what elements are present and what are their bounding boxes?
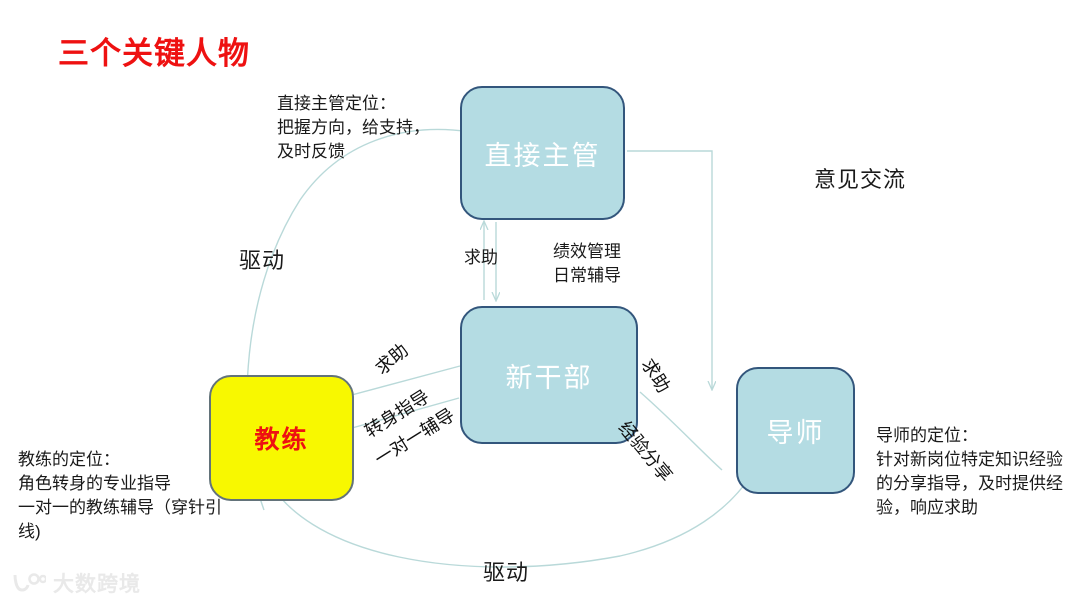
edge-label-help-middle: 求助 [464, 248, 498, 267]
edge-label-help-left: 求助 [371, 339, 413, 379]
edge-label-exchange: 意见交流 [814, 167, 907, 192]
edge-label-performance: 绩效管理 日常辅导 [553, 242, 621, 286]
node-coach[interactable]: 教练 [209, 375, 354, 501]
edge-label-experience-share: 经验分享 [614, 417, 677, 486]
description-coach: 教练的定位： 角色转身的专业指导 一对一的教练辅导（穿针引线) [18, 450, 222, 542]
watermark: 大数跨境 [12, 568, 141, 598]
elbow-supervisor-to-mentor [627, 150, 712, 389]
edge-label-drive-left: 驱动 [239, 248, 286, 273]
description-mentor: 导师的定位： 针对新岗位特定知识经验的分享指导，及时提供经验，响应求助 [876, 426, 1063, 518]
page-title: 三个关键人物 [58, 36, 250, 71]
node-mentor[interactable]: 导师 [736, 367, 855, 494]
node-new-cadre[interactable]: 新干部 [460, 306, 638, 444]
description-supervisor: 直接主管定位： 把握方向，给支持， 及时反馈 [277, 94, 430, 162]
edge-label-help-right: 求助 [637, 355, 674, 397]
node-supervisor[interactable]: 直接主管 [460, 86, 625, 220]
eyes-logo-icon [13, 573, 46, 592]
edge-label-drive-bottom: 驱动 [483, 560, 530, 585]
watermark-text: 大数跨境 [53, 573, 141, 596]
